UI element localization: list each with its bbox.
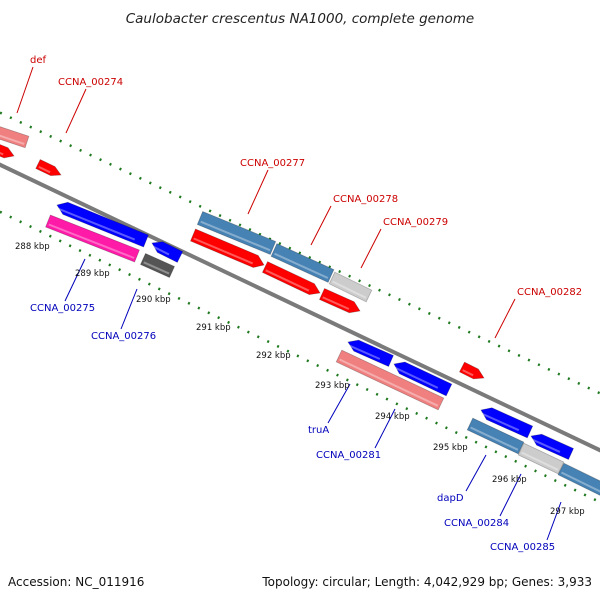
backbone-line <box>0 162 600 453</box>
gene-red-3[interactable] <box>318 287 361 314</box>
gene-ccna-00278-highlight <box>274 252 329 279</box>
reverse-gene-leader-0 <box>64 258 86 302</box>
gene-ccna-00277-highlight <box>200 220 271 252</box>
kbp-tick-label: 291 kbp <box>196 323 231 333</box>
gene-ccna-00282[interactable] <box>458 361 485 380</box>
kbp-tick-label: 289 kbp <box>75 269 110 279</box>
accession-text: Accession: NC_011916 <box>8 575 144 589</box>
gene-red-3-highlight <box>322 296 350 310</box>
gene-red-2-highlight <box>265 269 310 292</box>
gene-small-red-highlight <box>38 165 51 174</box>
gene-ccna-00284-highlight <box>521 451 559 471</box>
gene-ccna-00279-highlight <box>332 280 367 299</box>
gene-ccna-00282-highlight <box>462 369 474 377</box>
gene-ccna-00281-a-highlight <box>394 366 439 389</box>
forward-gene-label-5[interactable]: CCNA_00282 <box>517 287 582 298</box>
gene-dapd-b[interactable] <box>530 433 575 461</box>
gene-dapd-a-highlight <box>481 412 520 432</box>
reverse-gene-label-3[interactable]: CCNA_00281 <box>316 450 381 461</box>
reverse-gene-leader-5 <box>499 473 522 517</box>
gene-red-1[interactable] <box>189 228 265 268</box>
kbp-tick-label: 292 kbp <box>256 351 291 361</box>
gene-dapd-highlight <box>470 426 519 451</box>
forward-gene-leader-2 <box>247 169 269 215</box>
gene-ccna-00276-a-highlight <box>152 245 170 256</box>
forward-gene-label-1[interactable]: CCNA_00274 <box>58 77 123 88</box>
topology-text: Topology: circular; Length: 4,042,929 bp… <box>261 575 592 589</box>
gene-ccna-00281-a[interactable] <box>393 361 453 397</box>
gene-ccna-00275-a[interactable] <box>56 201 149 248</box>
reverse-tick-row <box>0 210 600 504</box>
gene-red-2[interactable] <box>261 261 321 296</box>
reverse-gene-leader-6 <box>546 501 562 541</box>
reverse-gene-label-4[interactable]: dapD <box>437 493 464 504</box>
gene-ccna-00279[interactable] <box>328 271 373 303</box>
kbp-tick-label: 294 kbp <box>375 412 410 422</box>
kbp-tick-label: 296 kbp <box>492 475 527 485</box>
gene-ccna-00285[interactable] <box>557 462 600 499</box>
label-callouts: defCCNA_00274CCNA_00277CCNA_00278CCNA_00… <box>16 55 582 553</box>
forward-gene-leader-1 <box>65 88 87 134</box>
gene-ccna-00276[interactable] <box>139 252 176 279</box>
map-title: Caulobacter crescentus NA1000, complete … <box>126 11 475 27</box>
gene-dapd[interactable] <box>466 417 525 455</box>
gene-ccna-00275-highlight <box>48 223 135 259</box>
reverse-gene-leader-4 <box>465 454 487 492</box>
reverse-gene-label-5[interactable]: CCNA_00284 <box>444 518 509 529</box>
gene-trua[interactable] <box>347 339 394 368</box>
forward-gene-label-3[interactable]: CCNA_00278 <box>333 194 398 205</box>
forward-gene-label-0[interactable]: def <box>30 55 47 66</box>
kbp-tick-label: 290 kbp <box>136 295 171 305</box>
gene-ccna-00274[interactable] <box>0 143 15 159</box>
gene-ccna-00284[interactable] <box>517 442 565 475</box>
reverse-gene-label-1[interactable]: CCNA_00276 <box>91 331 156 342</box>
forward-gene-leader-4 <box>360 228 382 269</box>
gene-ccna-00281-highlight <box>339 358 439 407</box>
gene-def-highlight <box>0 134 25 145</box>
gene-ccna-00281[interactable] <box>335 349 445 411</box>
gene-def[interactable] <box>0 125 30 149</box>
gene-trua-highlight <box>348 344 381 360</box>
reverse-gene-label-6[interactable]: CCNA_00285 <box>490 542 555 553</box>
forward-gene-leader-5 <box>494 298 516 339</box>
gene-red-1-highlight <box>193 237 254 265</box>
reverse-gene-label-0[interactable]: CCNA_00275 <box>30 303 95 314</box>
kbp-tick-label: 297 kbp <box>550 507 585 517</box>
gene-dapd-b-highlight <box>531 438 561 453</box>
reverse-gene-leader-1 <box>120 288 138 330</box>
reverse-gene-leader-2 <box>327 383 351 424</box>
gene-dapd-a[interactable] <box>480 407 534 439</box>
gene-ccna-00275[interactable] <box>45 214 140 263</box>
gene-small-red[interactable] <box>35 158 62 177</box>
gene-ccna-00277[interactable] <box>196 210 277 256</box>
gene-ccna-00276-highlight <box>143 261 170 275</box>
gene-ccna-00274-highlight <box>0 152 4 156</box>
forward-gene-label-2[interactable]: CCNA_00277 <box>240 158 305 169</box>
kbp-tick-labels: 288 kbp 289 kbp 290 kbp 291 kbp 292 kbp 293 k… <box>15 242 585 517</box>
forward-gene-label-4[interactable]: CCNA_00279 <box>383 217 448 228</box>
gene-ccna-00276-a[interactable] <box>151 241 184 263</box>
gene-ccna-00275-a-highlight <box>57 207 136 241</box>
forward-gene-leader-3 <box>310 205 332 246</box>
track-lines <box>0 111 600 504</box>
kbp-tick-label: 293 kbp <box>315 381 350 391</box>
gene-features <box>0 125 600 499</box>
reverse-gene-label-2[interactable]: truA <box>308 425 329 436</box>
reverse-gene-leader-3 <box>374 408 396 449</box>
gene-ccna-00285-highlight <box>561 471 600 493</box>
forward-tick-row <box>0 111 600 395</box>
kbp-tick-label: 295 kbp <box>433 443 468 453</box>
gene-ccna-00278[interactable] <box>270 243 335 283</box>
kbp-tick-label: 288 kbp <box>15 242 50 252</box>
forward-gene-leader-0 <box>16 66 34 114</box>
